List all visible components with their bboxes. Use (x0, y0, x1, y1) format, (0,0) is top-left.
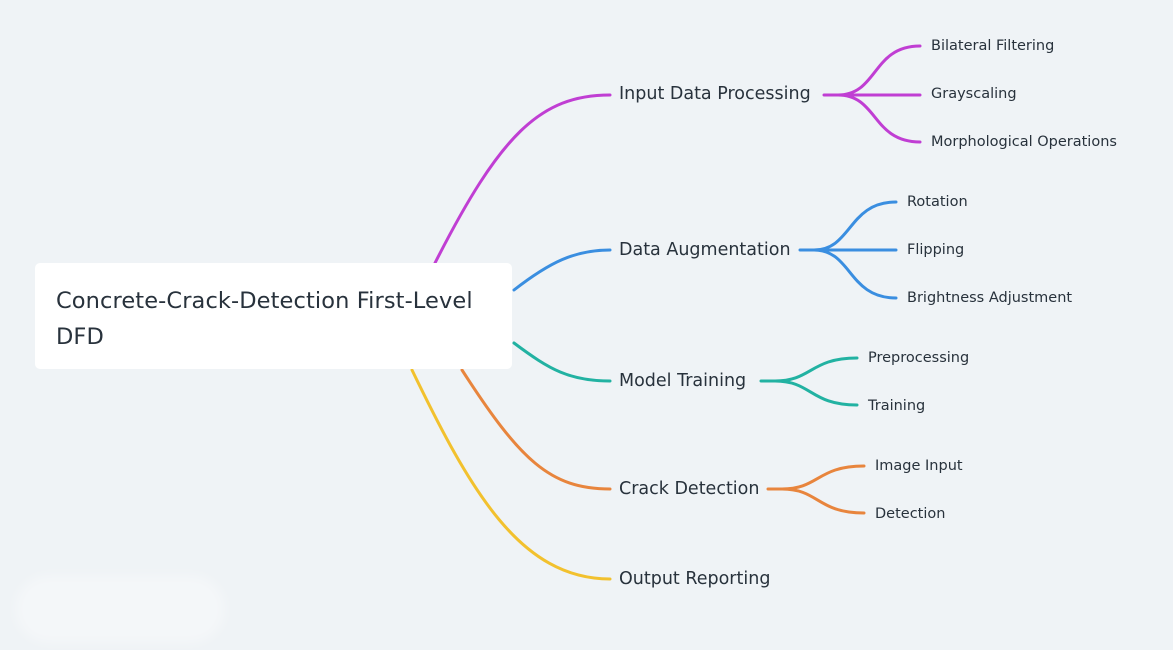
link-bilateral-filtering (836, 44, 922, 97)
node-grayscaling[interactable]: Grayscaling (931, 86, 1017, 102)
node-data-augmentation[interactable]: Data Augmentation (619, 240, 791, 260)
link-training (773, 379, 859, 407)
node-crack-detection[interactable]: Crack Detection (619, 479, 760, 499)
root-label: Concrete-Crack-Detection First-Level DFD (56, 288, 473, 350)
link-rotation (812, 200, 898, 252)
node-morphological-operations[interactable]: Morphological Operations (931, 134, 1117, 150)
links-detection-children (766, 464, 866, 515)
link-output-reporting (410, 368, 612, 581)
node-rotation[interactable]: Rotation (907, 194, 968, 210)
node-bilateral-filtering[interactable]: Bilateral Filtering (931, 38, 1055, 54)
node-flipping[interactable]: Flipping (907, 242, 965, 258)
links-input-children (822, 44, 922, 144)
links-augmentation-children (798, 200, 898, 300)
node-detection[interactable]: Detection (875, 506, 946, 522)
node-image-input[interactable]: Image Input (875, 458, 963, 474)
blurred-watermark (15, 575, 225, 643)
link-data-augmentation (512, 248, 612, 292)
node-preprocessing[interactable]: Preprocessing (868, 350, 970, 366)
link-input-data-processing (433, 93, 612, 265)
node-output-reporting[interactable]: Output Reporting (619, 569, 771, 589)
node-input-data-processing[interactable]: Input Data Processing (619, 84, 811, 104)
node-training[interactable]: Training (868, 398, 926, 414)
link-preprocessing (773, 356, 859, 383)
node-model-training[interactable]: Model Training (619, 371, 747, 391)
node-brightness-adjustment[interactable]: Brightness Adjustment (907, 290, 1073, 306)
link-detection (780, 487, 866, 515)
root-node[interactable]: Concrete-Crack-Detection First-Level DFD (35, 263, 512, 369)
link-image-input (780, 464, 866, 491)
link-brightness-adjustment (812, 248, 898, 300)
link-crack-detection (460, 368, 612, 491)
links-training-children (759, 356, 859, 407)
link-morphological-operations (836, 93, 922, 144)
link-model-training (512, 341, 612, 383)
